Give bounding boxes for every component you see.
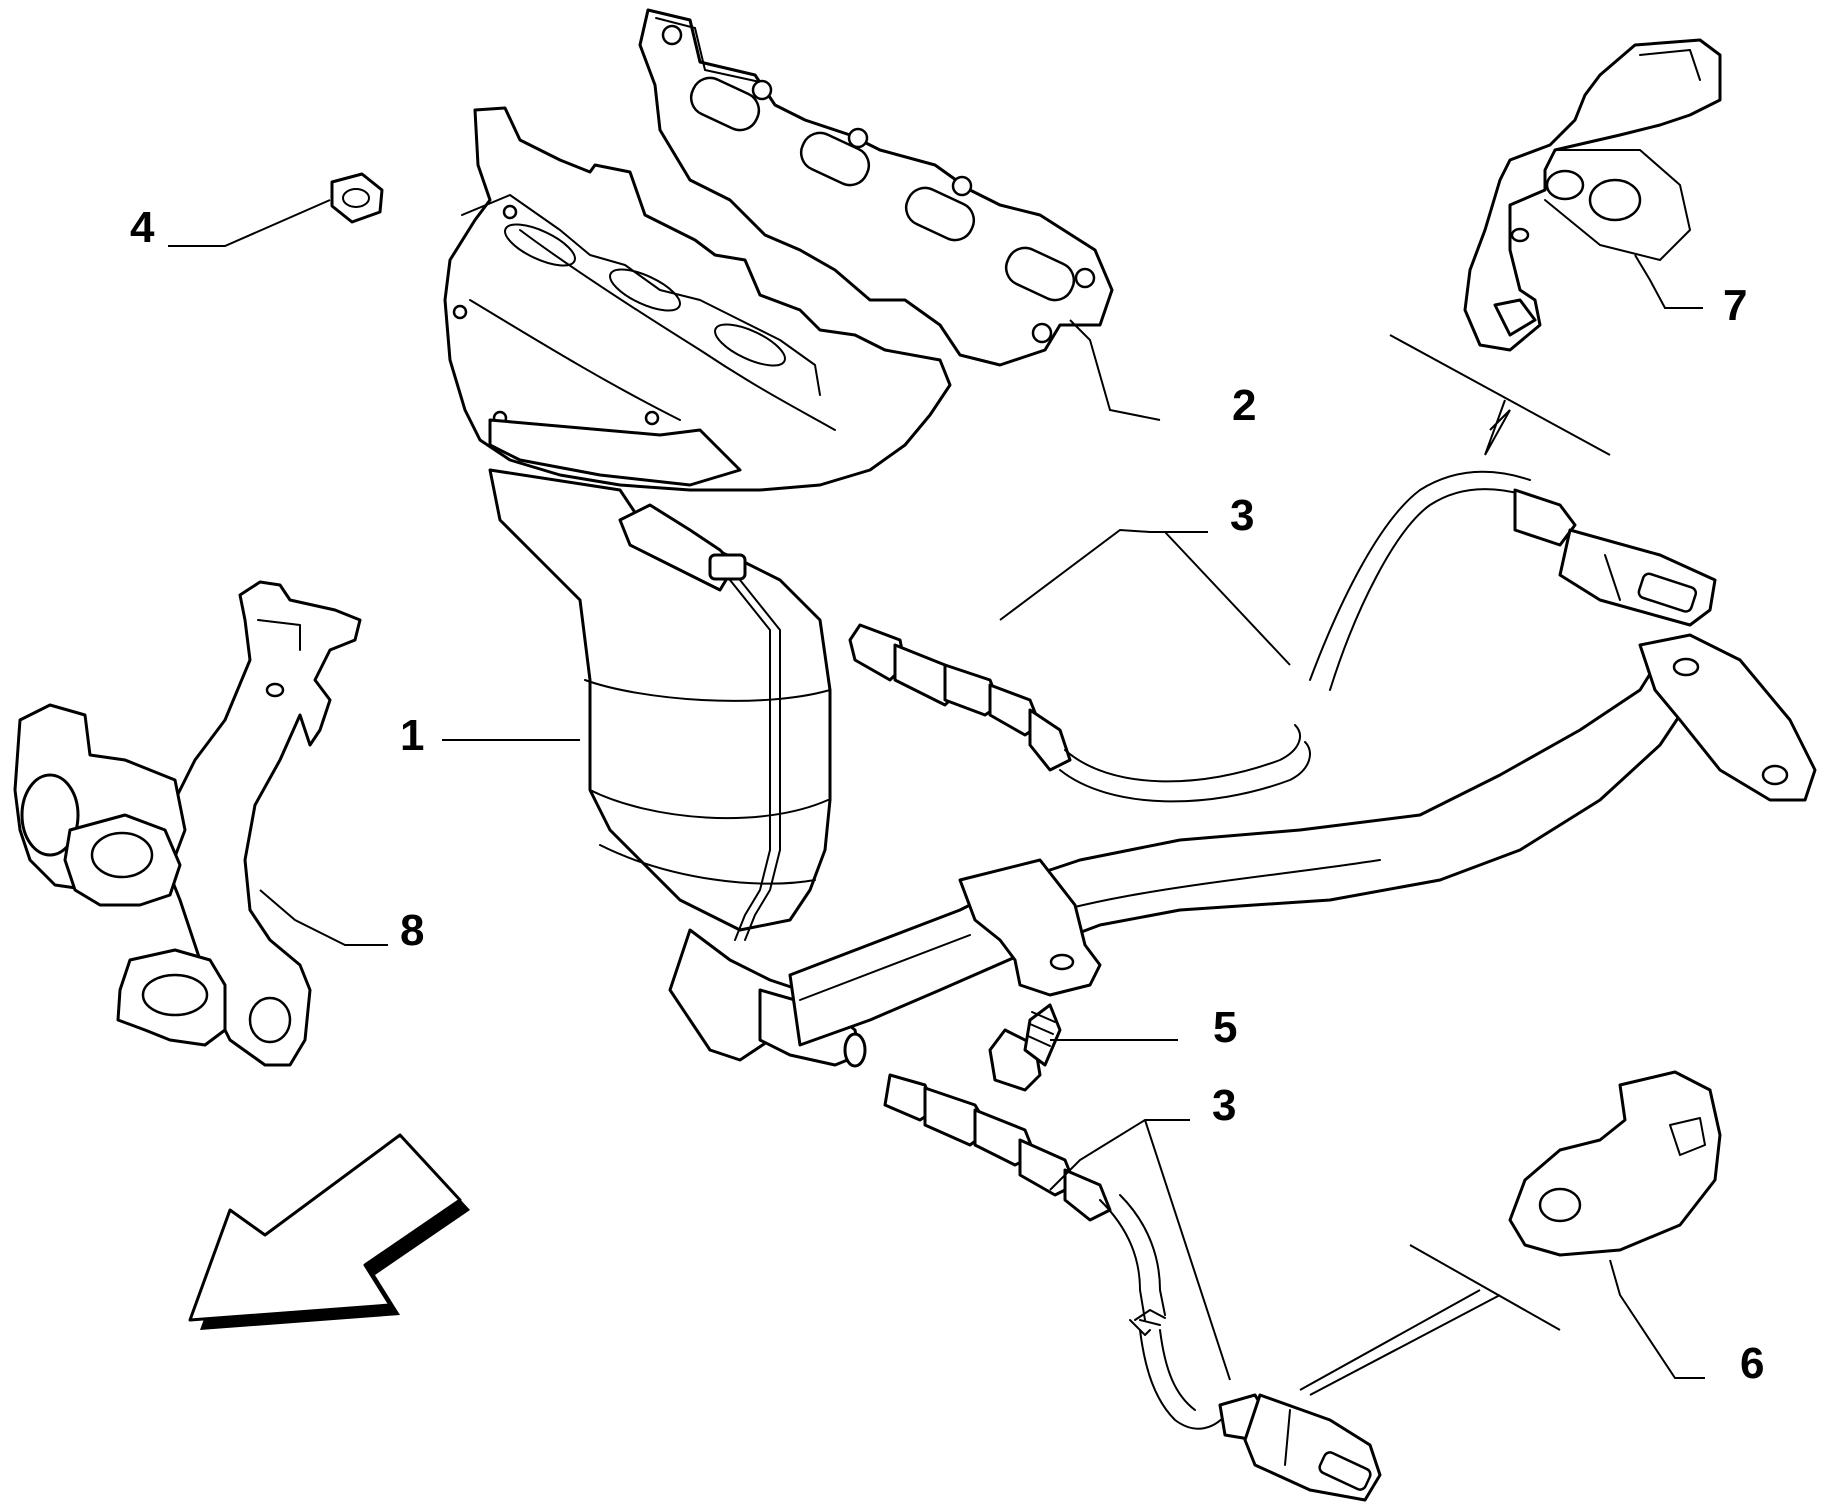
callout-6: 6: [1740, 1339, 1764, 1388]
nut[interactable]: [330, 172, 384, 224]
callout-2: 2: [1232, 381, 1256, 430]
support-bracket[interactable]: [13, 580, 362, 1067]
catalytic-manifold[interactable]: [443, 106, 952, 1068]
leader-3b-b: [1144, 1119, 1231, 1381]
callout-1: 1: [400, 711, 424, 760]
callout-3b: 3: [1212, 1081, 1236, 1130]
leader-lines: [168, 199, 1705, 1396]
sensor-bracket-clip[interactable]: [1463, 38, 1722, 352]
oxygen-sensor-lower[interactable]: [883, 1073, 1382, 1502]
callout-8: 8: [400, 906, 424, 955]
callout-4: 4: [130, 203, 155, 252]
front-of-vehicle-arrow: [188, 1133, 470, 1330]
leader-3a: [999, 528, 1208, 621]
leader-6: [1609, 1259, 1705, 1379]
leader-8: [259, 889, 388, 946]
oxygen-sensor-upper[interactable]: [848, 470, 1717, 803]
leader-3b: [1049, 1119, 1190, 1191]
callout-7: 7: [1723, 281, 1747, 330]
leader-7: [1634, 254, 1703, 309]
callout-3a: 3: [1230, 491, 1254, 540]
connector-ref-upper: [1389, 334, 1611, 456]
leader-4: [168, 199, 331, 247]
callout-labels: 1 2 3 3 4 5 6 7 8: [130, 203, 1764, 1388]
bolt[interactable]: [988, 1003, 1062, 1092]
connector-ref-lower: [1299, 1244, 1561, 1396]
manifold-gasket[interactable]: [638, 8, 1114, 367]
exhaust-pipe[interactable]: [788, 633, 1817, 1047]
leader-3a-b: [1164, 531, 1291, 666]
sensor-bracket-small[interactable]: [1508, 1070, 1722, 1257]
callout-5: 5: [1213, 1003, 1237, 1052]
leader-2: [1069, 319, 1161, 421]
